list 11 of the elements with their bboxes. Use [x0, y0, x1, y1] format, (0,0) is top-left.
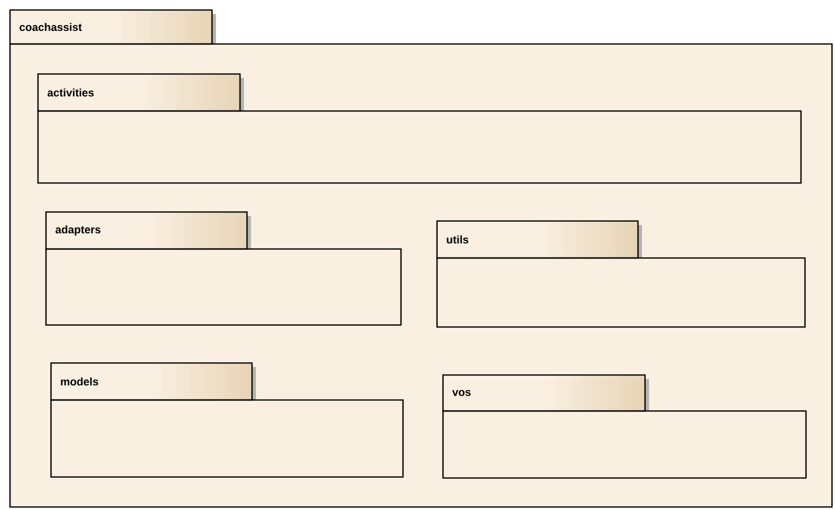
package-box: utils [436, 220, 806, 328]
node-label: models [60, 377, 98, 386]
node-label: adapters [56, 225, 100, 236]
node-label: vos [452, 390, 471, 396]
node-label: coachassist [20, 22, 82, 32]
package-box: adapters [45, 211, 402, 326]
package-box: models [50, 362, 404, 478]
package-box: activities [37, 73, 802, 184]
package-box: vos [442, 374, 807, 479]
node-label: activities [48, 88, 94, 97]
node-label: utils [446, 235, 468, 244]
